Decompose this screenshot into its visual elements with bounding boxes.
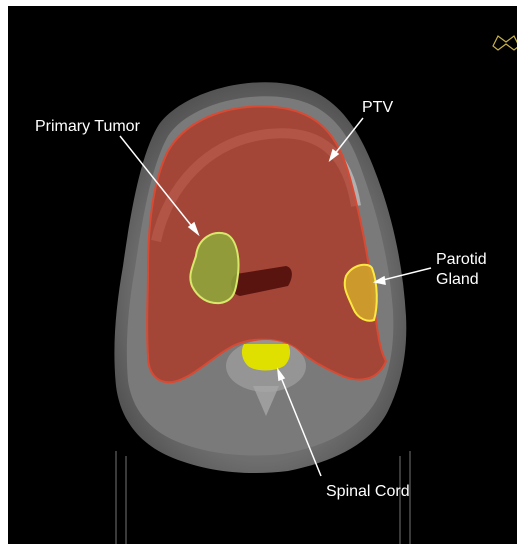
- ptv-label: PTV: [362, 98, 393, 117]
- spinal-cord-label: Spinal Cord: [326, 482, 410, 501]
- ct-scan-image: Primary Tumor PTV Parotid Gland Spinal C…: [8, 6, 517, 544]
- spinal-cord-region: [242, 344, 290, 371]
- orientation-marker-icon: [493, 36, 517, 50]
- parotid-gland-label-line1: Parotid: [436, 250, 487, 269]
- primary-tumor-label: Primary Tumor: [35, 117, 140, 136]
- parotid-gland-label-line2: Gland: [436, 270, 479, 289]
